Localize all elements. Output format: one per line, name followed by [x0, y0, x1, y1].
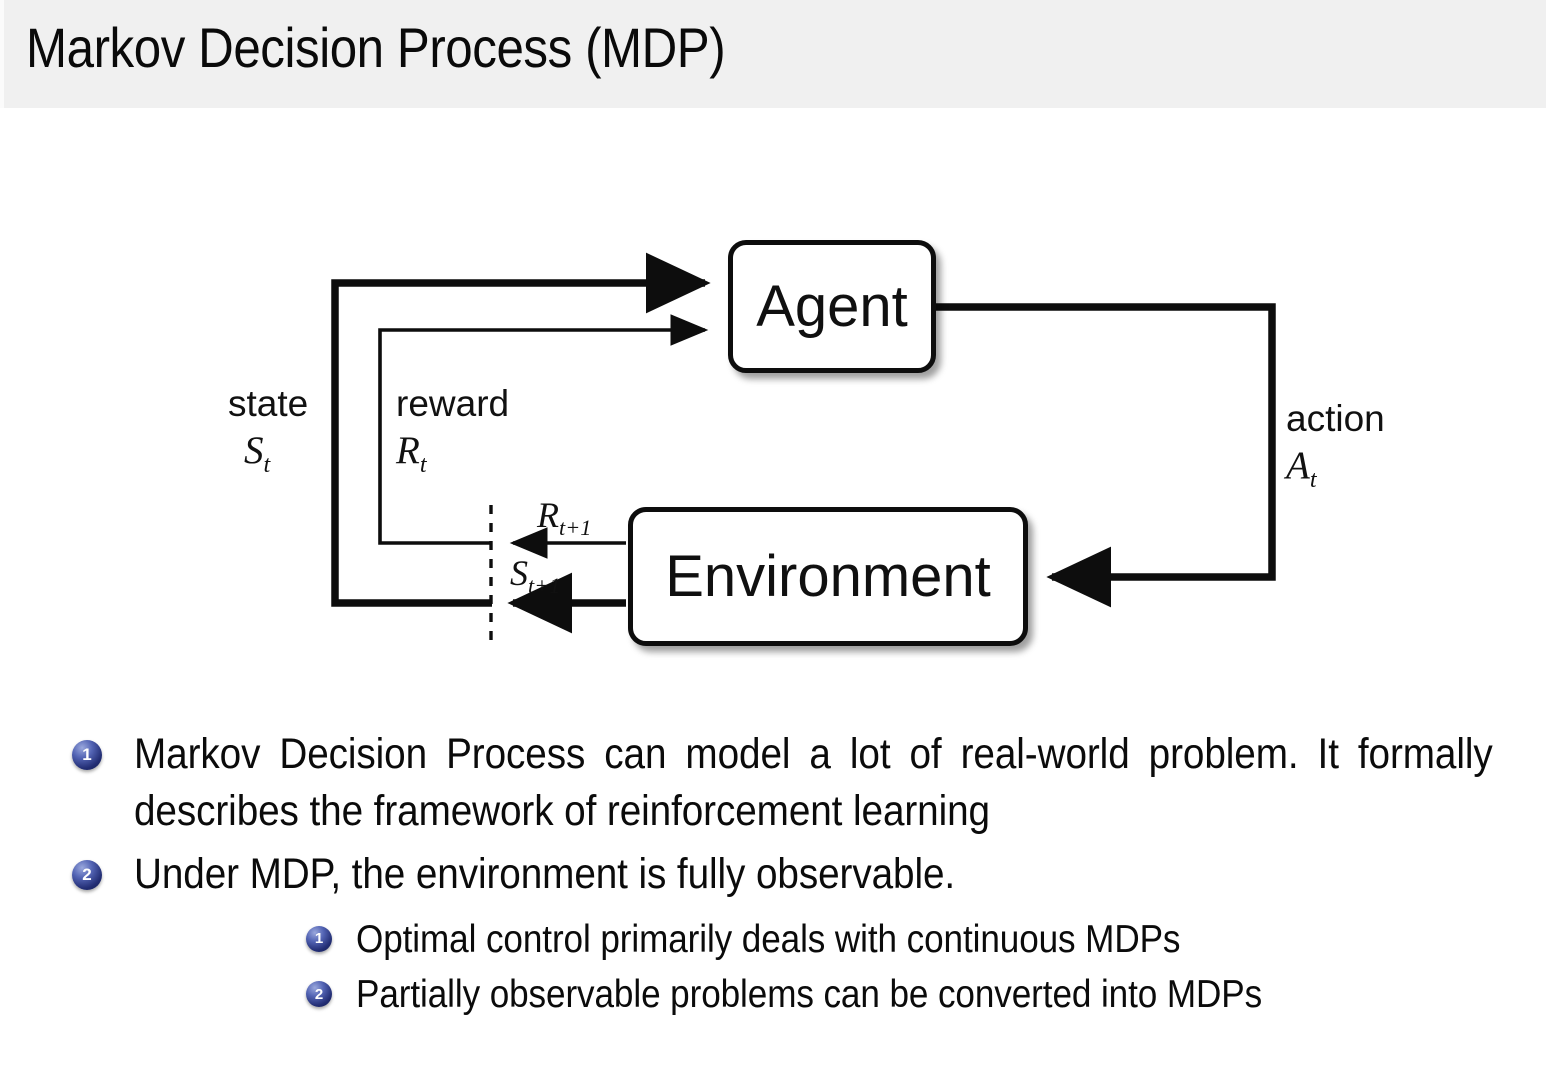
sub-list-item-text: Optimal control primarily deals with con… [356, 917, 1181, 961]
bullet-marker-2: 2 [72, 860, 102, 891]
sub-bullet-marker-1: 1 [306, 925, 332, 952]
list-item: 1 Markov Decision Process can model a lo… [0, 726, 1546, 840]
state-feedback-path [331, 252, 711, 607]
state-next-label: St+1 [510, 553, 561, 599]
reward-label: reward Rt [396, 385, 509, 483]
bullet-list: 1 Markov Decision Process can model a lo… [0, 726, 1546, 1025]
action-path [936, 303, 1276, 608]
state-label: state St [228, 385, 308, 483]
environment-box-label: Environment [665, 544, 991, 609]
sub-list-item: 2 Partially observable problems can be c… [134, 969, 1494, 1021]
sub-list-item-text: Partially observable problems can be con… [356, 973, 1263, 1017]
list-item: 2 Under MDP, the environment is fully ob… [0, 846, 1546, 1021]
bullet-marker-1: 1 [72, 740, 102, 770]
sub-bullet-list: 1 Optimal control primarily deals with c… [134, 914, 1494, 1022]
list-item-text: Under MDP, the environment is fully obse… [134, 850, 956, 899]
header-left-edge-strip [0, 0, 4, 108]
environment-box: Environment [628, 507, 1028, 646]
agent-box-label: Agent [756, 274, 908, 339]
action-label: action At [1286, 400, 1385, 498]
reward-label-word: reward [396, 383, 510, 424]
action-label-math: At [1286, 444, 1317, 493]
mdp-agent-environment-diagram: Agent Environment state St reward Rt act… [0, 120, 1546, 700]
reward-next-label: Rt+1 [537, 495, 592, 541]
diagram-connector-lines [331, 252, 1276, 640]
sub-list-item: 1 Optimal control primarily deals with c… [134, 914, 1494, 966]
reward-feedback-path [378, 314, 709, 545]
list-item-text: Markov Decision Process can model a lot … [134, 730, 1493, 836]
slide-header-band: Markov Decision Process (MDP) [0, 0, 1546, 108]
action-label-word: action [1286, 398, 1385, 439]
agent-box: Agent [728, 240, 936, 373]
sub-bullet-marker-2: 2 [306, 981, 332, 1008]
reward-label-math: Rt [396, 429, 427, 478]
page-title: Markov Decision Process (MDP) [26, 16, 726, 79]
state-label-math: St [244, 429, 271, 478]
state-label-word: state [228, 383, 309, 424]
